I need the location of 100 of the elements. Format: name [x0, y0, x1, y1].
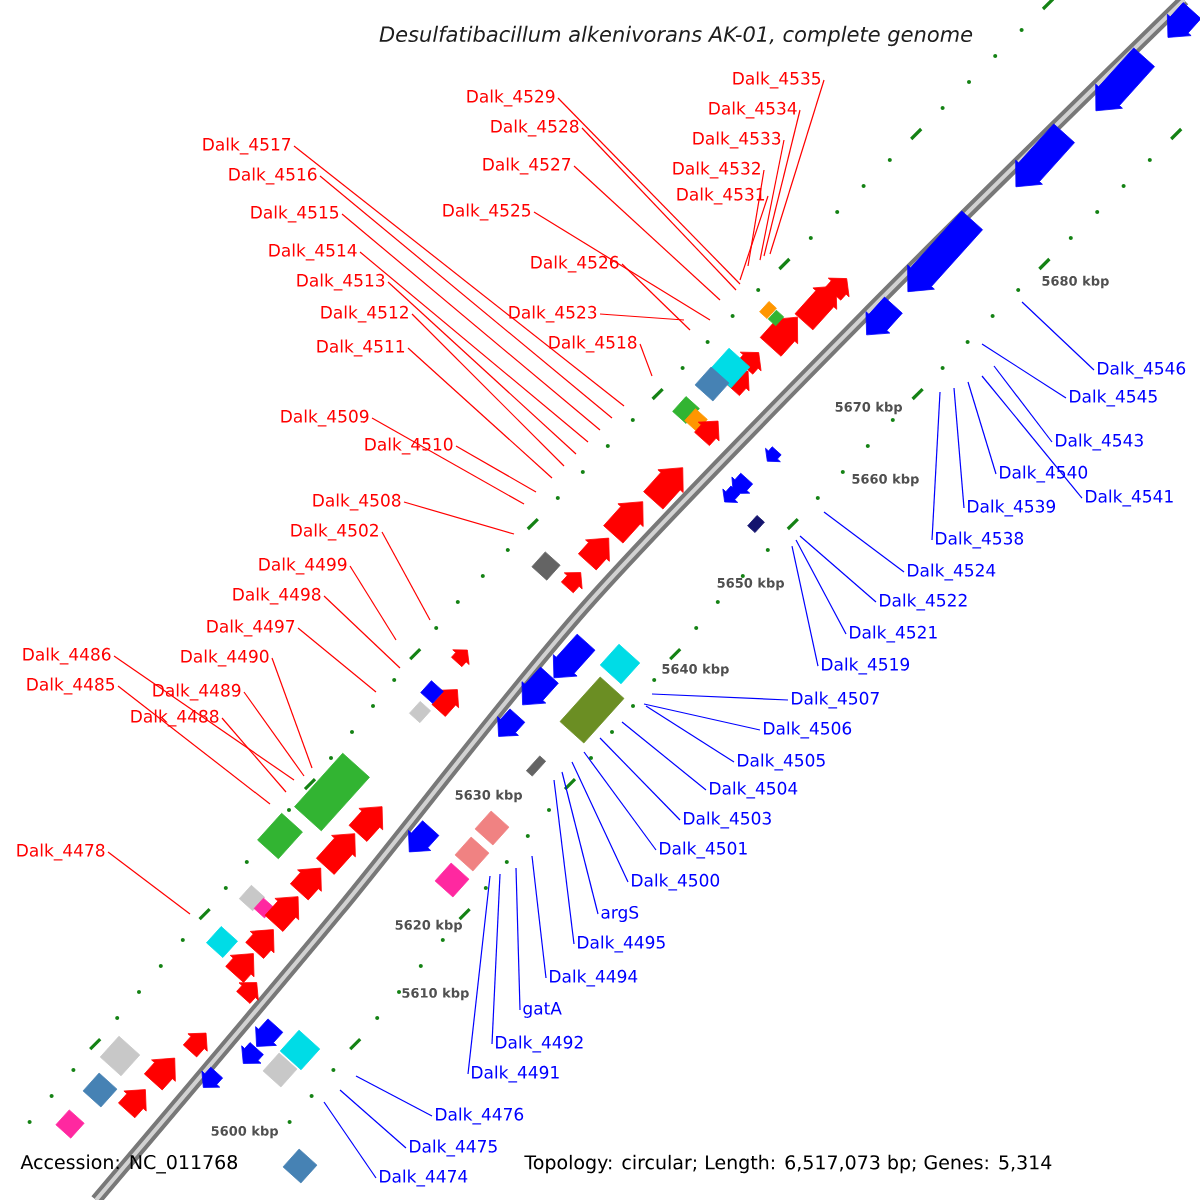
gene-label: Dalk_4525 — [443, 203, 531, 221]
gene-label: Dalk_4516 — [229, 167, 317, 185]
leader-line — [953, 387, 965, 509]
leader-line — [747, 169, 765, 267]
leader-line — [769, 79, 825, 255]
gene-label: Dalk_4507 — [792, 691, 879, 709]
gene-label: Dalk_4535 — [733, 71, 821, 89]
leader-line — [791, 545, 819, 667]
leader-line — [491, 873, 501, 1045]
gene-label: Dalk_4538 — [936, 531, 1024, 549]
leader-line — [643, 703, 761, 731]
gene-label: Dalk_4501 — [660, 841, 747, 859]
gene-label: Dalk_4499 — [259, 557, 347, 575]
leader-line — [645, 705, 735, 763]
gene-label: Dalk_4529 — [467, 89, 555, 107]
leader-line — [581, 127, 737, 291]
gene-label: Dalk_4485 — [27, 677, 115, 695]
gene-label: Dalk_4524 — [908, 563, 996, 581]
leader-line — [243, 691, 305, 777]
leader-line — [639, 343, 653, 377]
leader-line — [573, 165, 721, 301]
leader-line — [271, 657, 313, 769]
gene-label: Dalk_4533 — [693, 131, 781, 149]
leader-line — [583, 751, 657, 851]
leader-line — [795, 539, 847, 635]
gene-label: Dalk_4515 — [251, 205, 339, 223]
footer-text: Accession: NC_011768 — [20, 1154, 238, 1174]
leader-line — [981, 343, 1067, 399]
leader-line — [323, 1101, 377, 1179]
gene-label: Dalk_4541 — [1086, 489, 1173, 507]
gene-label: Dalk_4491 — [472, 1065, 559, 1083]
gene-label: Dalk_4545 — [1070, 389, 1157, 407]
gene-label: Dalk_4517 — [203, 137, 291, 155]
gene-label: Dalk_4502 — [291, 523, 378, 541]
gene-label: Dalk_4523 — [509, 305, 597, 323]
leader-line — [355, 1075, 433, 1117]
gene-label: Dalk_4498 — [233, 587, 321, 605]
gene-label: Dalk_4532 — [673, 161, 760, 179]
leader-line — [651, 693, 789, 701]
leader-line — [599, 737, 681, 821]
leader-line — [381, 531, 431, 621]
gene-label: Dalk_4543 — [1056, 433, 1143, 451]
gene-label: Dalk_4503 — [684, 811, 771, 829]
leader-line — [515, 867, 521, 1011]
leader-line — [621, 721, 707, 791]
leader-line — [739, 195, 769, 281]
gene-label: Dalk_4475 — [410, 1139, 497, 1157]
gene-label: Dalk_4490 — [181, 649, 269, 667]
title: Desulfatibacillum alkenivorans AK-01, complete genome — [379, 25, 973, 47]
leader-line — [993, 365, 1053, 443]
leader-line — [621, 263, 691, 331]
gene-label: Dalk_4505 — [738, 753, 825, 771]
leader-line — [323, 595, 401, 669]
gene-label: Dalk_4546 — [1098, 361, 1186, 379]
leader-line — [455, 445, 537, 493]
leader-line — [297, 627, 377, 693]
gene-label: Dalk_4534 — [709, 101, 797, 119]
gene-label: Dalk_4504 — [710, 781, 798, 799]
leader-line — [599, 313, 685, 321]
gene-label: Dalk_4521 — [850, 625, 937, 643]
leader-line — [117, 685, 271, 805]
leader-line — [931, 391, 941, 541]
gene-label: Dalk_4500 — [632, 873, 720, 891]
leader-line — [531, 855, 547, 979]
leader-line — [533, 211, 711, 321]
leader-line — [467, 875, 491, 1075]
leader-line — [561, 771, 599, 915]
gene-label: Dalk_4506 — [764, 721, 852, 739]
footer-text: Topology: circular; Length: 6,517,073 bp; Genes: 5,314 — [524, 1154, 1052, 1174]
gene-label: Dalk_4527 — [483, 157, 571, 175]
leader-line — [221, 717, 287, 793]
leader-line — [387, 281, 577, 455]
gene-label: Dalk_4497 — [207, 619, 295, 637]
leader-line — [967, 381, 997, 475]
gene-label: Dalk_4509 — [281, 409, 369, 427]
leader-line — [759, 139, 785, 261]
gene-label: Dalk_4495 — [578, 935, 665, 953]
gene-label: Dalk_4508 — [313, 493, 401, 511]
leader-line — [571, 761, 629, 883]
leader-line — [107, 851, 191, 915]
leader-line — [403, 501, 515, 535]
leader-line — [339, 1089, 407, 1149]
gene-label: Dalk_4513 — [297, 273, 385, 291]
leader-line — [407, 347, 553, 479]
gene-label: Dalk_4539 — [968, 499, 1056, 517]
gene-label: Dalk_4522 — [880, 593, 967, 611]
leader-line — [293, 145, 625, 407]
gene-label: gatA — [523, 1002, 562, 1018]
leader-line — [823, 511, 905, 573]
leader-line — [341, 213, 601, 431]
leader-line — [799, 535, 877, 603]
gene-label: Dalk_4476 — [436, 1107, 524, 1125]
leader-line — [349, 565, 397, 641]
gene-label: Dalk_4519 — [822, 657, 910, 675]
gene-label: argS — [601, 905, 639, 923]
leader-line — [763, 109, 801, 257]
gene-label: Dalk_4486 — [23, 647, 111, 665]
gene-label: Dalk_4526 — [531, 255, 619, 273]
gene-label: Dalk_4494 — [550, 969, 638, 987]
leader-line — [553, 779, 575, 945]
